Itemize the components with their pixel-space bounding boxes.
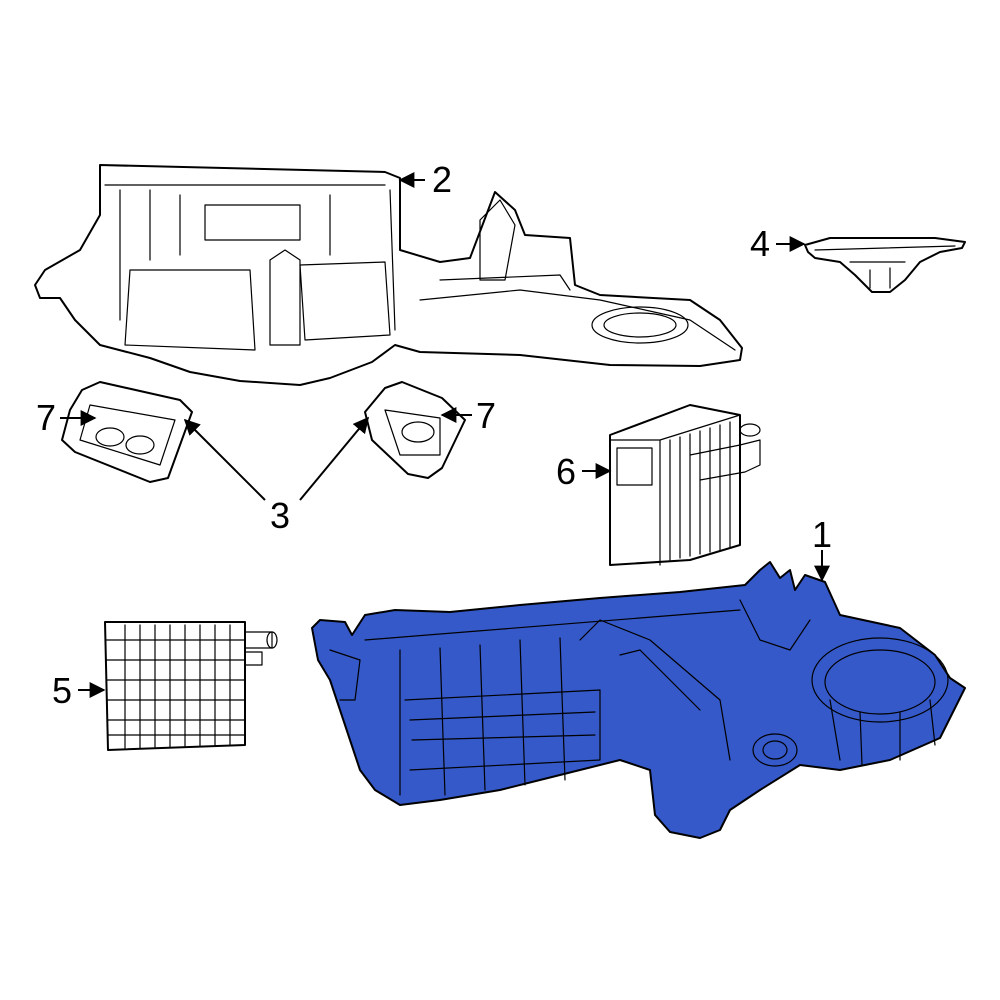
upper-housing-part-2[interactable] bbox=[34, 164, 743, 386]
callout-4[interactable]: 4 bbox=[750, 223, 770, 264]
lower-housing-part-1[interactable] bbox=[311, 561, 966, 839]
leader-lines bbox=[60, 172, 830, 698]
heater-core-part-5[interactable] bbox=[104, 621, 278, 751]
callout-1[interactable]: 1 bbox=[812, 514, 832, 555]
callout-2[interactable]: 2 bbox=[432, 159, 452, 200]
callout-3[interactable]: 3 bbox=[270, 495, 290, 536]
duct-part-3-left[interactable] bbox=[61, 381, 193, 483]
callout-6[interactable]: 6 bbox=[556, 451, 576, 492]
leader-3a bbox=[183, 418, 266, 501]
callout-7-right[interactable]: 7 bbox=[476, 395, 496, 436]
callout-7-left[interactable]: 7 bbox=[36, 397, 56, 438]
evaporator-part-6[interactable] bbox=[609, 404, 761, 566]
cover-part-4[interactable] bbox=[804, 237, 966, 293]
callout-5[interactable]: 5 bbox=[52, 670, 72, 711]
duct-part-3-right[interactable] bbox=[364, 381, 466, 479]
leader-3b bbox=[299, 416, 370, 501]
callout-labels: 1 2 3 4 5 6 7 7 bbox=[36, 159, 832, 711]
